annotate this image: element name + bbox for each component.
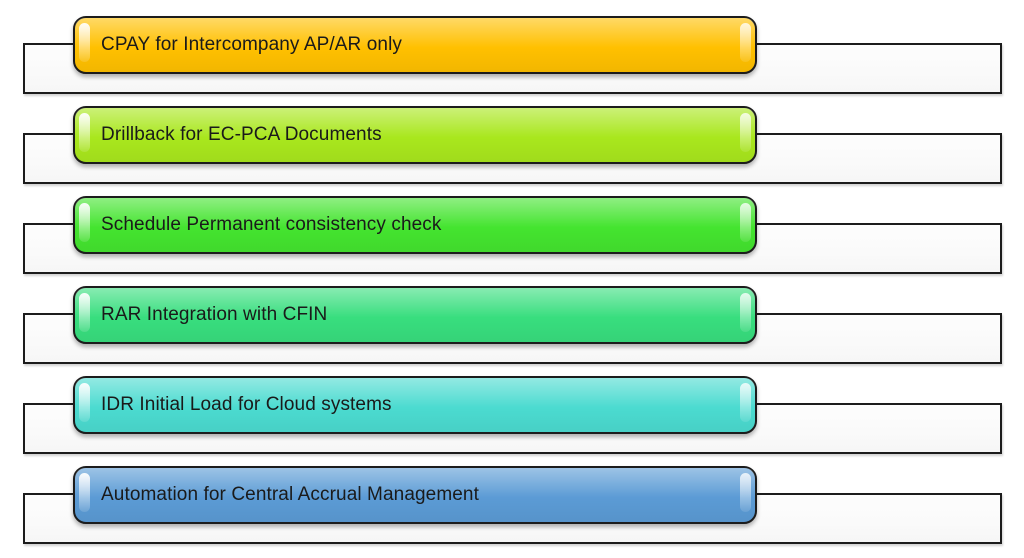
gloss-highlight-right-icon	[740, 23, 751, 62]
item-bar: IDR Initial Load for Cloud systems	[73, 376, 757, 434]
gloss-highlight-left-icon	[79, 383, 90, 422]
item-label: Schedule Permanent consistency check	[101, 214, 442, 235]
item-label: Drillback for EC-PCA Documents	[101, 124, 382, 145]
gloss-highlight-right-icon	[740, 203, 751, 242]
item-bar: Drillback for EC-PCA Documents	[73, 106, 757, 164]
gloss-highlight-left-icon	[79, 23, 90, 62]
item-label: RAR Integration with CFIN	[101, 304, 328, 325]
gloss-highlight-left-icon	[79, 293, 90, 332]
gloss-highlight-right-icon	[740, 473, 751, 512]
item-bar: CPAY for Intercompany AP/AR only	[73, 16, 757, 74]
gloss-highlight-left-icon	[79, 203, 90, 242]
list-item: Drillback for EC-PCA Documents	[0, 106, 1024, 196]
gloss-highlight-right-icon	[740, 113, 751, 152]
gloss-highlight-right-icon	[740, 293, 751, 332]
gloss-highlight-right-icon	[740, 383, 751, 422]
list-item: Automation for Central Accrual Managemen…	[0, 466, 1024, 556]
list-item: IDR Initial Load for Cloud systems	[0, 376, 1024, 466]
list-item: Schedule Permanent consistency check	[0, 196, 1024, 286]
gloss-highlight-left-icon	[79, 113, 90, 152]
list-item: RAR Integration with CFIN	[0, 286, 1024, 376]
item-bar: Schedule Permanent consistency check	[73, 196, 757, 254]
item-label: IDR Initial Load for Cloud systems	[101, 394, 392, 415]
list-item: CPAY for Intercompany AP/AR only	[0, 16, 1024, 106]
item-label: CPAY for Intercompany AP/AR only	[101, 34, 403, 55]
item-label: Automation for Central Accrual Managemen…	[101, 484, 479, 505]
item-bar: RAR Integration with CFIN	[73, 286, 757, 344]
gloss-highlight-left-icon	[79, 473, 90, 512]
item-bar: Automation for Central Accrual Managemen…	[73, 466, 757, 524]
